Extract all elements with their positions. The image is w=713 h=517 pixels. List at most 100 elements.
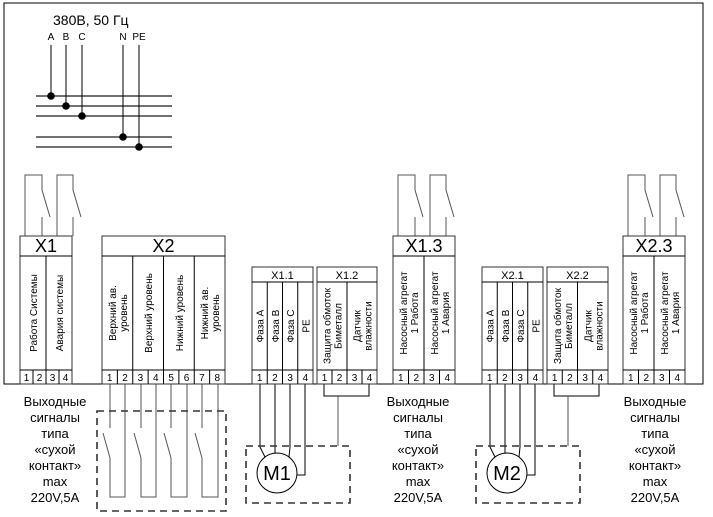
motor-phase-wire (489, 384, 496, 458)
terminal-function-label: 1 Авария (441, 292, 452, 334)
output-signal-note: Выходныесигналытипа«сухойконтакт»max220V… (24, 394, 87, 505)
pump-motor-enclosure (475, 445, 581, 504)
terminal-number: 2 (122, 373, 128, 384)
level-switch-wire (170, 384, 188, 498)
terminal-number: 3 (138, 373, 144, 384)
terminal-function-label: Фаза В (271, 309, 282, 342)
terminal-number: 1 (257, 373, 263, 384)
output-note-line: контакт» (392, 458, 444, 473)
relay-contact (56, 174, 82, 236)
terminal-function-label: РЕ (531, 319, 542, 333)
terminal-number: 2 (272, 373, 278, 384)
motor-symbol (486, 452, 528, 494)
output-note-line: max (406, 474, 431, 489)
junction-dot (119, 133, 127, 141)
relay-contact (24, 174, 51, 236)
output-note-line: сигналы (30, 410, 80, 425)
terminal-function-label: 1 Работа (639, 292, 651, 334)
terminal-block-title: X1 (35, 236, 57, 256)
terminal-block-title: X2.2 (566, 270, 589, 282)
terminal-number: 5 (168, 373, 174, 384)
output-note-line: Выходные (24, 394, 87, 409)
output-note-line: типа (41, 426, 69, 441)
terminal-function-label: влажности (594, 301, 605, 350)
terminal-number: 4 (153, 373, 159, 384)
terminal-block-title: X2.3 (635, 236, 672, 256)
terminal-number: 3 (352, 373, 358, 384)
terminal-function-label: Фаза С (286, 309, 297, 342)
output-note-line: «сухой (634, 442, 675, 457)
terminal-function-label: уровень (119, 294, 130, 332)
motor-phase-wire (518, 384, 521, 458)
terminal-function-label: Насосный агрегат (629, 271, 640, 355)
terminal-number: 2 (413, 373, 419, 384)
terminal-number: 4 (674, 373, 680, 384)
terminal-number: 6 (184, 373, 190, 384)
relay-contact (429, 174, 455, 236)
level-switch-wire (140, 384, 157, 498)
terminal-function-label: Биметалл (334, 303, 345, 349)
terminal-number: 4 (598, 373, 604, 384)
phase-label-a: A (48, 32, 55, 43)
level-switch-contact (133, 432, 142, 459)
output-note-line: 220V,5A (394, 490, 443, 505)
terminal-function-label: Нижний уровень (175, 275, 186, 351)
level-switch-contact (163, 432, 172, 459)
output-note-line: max (643, 474, 668, 489)
terminal-function-label: Нижний ав. (200, 287, 211, 340)
output-signal-note: Выходныесигналытипа«сухойконтакт»max220V… (624, 394, 687, 505)
level-switch-wire (201, 384, 219, 498)
terminal-block-title: X2 (152, 236, 174, 256)
motor-phase-wire (259, 384, 266, 458)
terminal-block-title: X1.2 (336, 270, 359, 282)
terminal-function-label: Авария системы (55, 275, 66, 351)
thermal-sensor-bracket (323, 384, 370, 397)
terminal-number: 1 (628, 373, 634, 384)
terminal-number: 1 (24, 373, 30, 384)
junction-dot (78, 112, 86, 120)
terminal-function-label: Биметалл (564, 303, 575, 349)
terminal-function-label: Защита обмоток (322, 287, 334, 364)
output-note-line: Выходные (387, 394, 450, 409)
terminal-function-label: Датчик (353, 309, 364, 341)
output-signal-note: Выходныесигналытипа«сухойконтакт»max220V… (387, 394, 450, 505)
phase-label-n: N (119, 32, 126, 43)
output-note-line: типа (404, 426, 432, 441)
output-note-line: Выходные (624, 394, 687, 409)
terminal-number: 2 (37, 373, 43, 384)
terminal-number: 2 (337, 373, 343, 384)
terminal-function-label: Фаза А (256, 309, 267, 342)
level-switch-contact (102, 432, 111, 459)
terminal-function-label: Верхний ав. (108, 285, 119, 341)
terminal-function-label: 1 Работа (409, 292, 421, 334)
phase-label-b: B (63, 32, 70, 43)
phase-label-c: C (78, 32, 85, 43)
terminal-number: 4 (533, 373, 539, 384)
terminal-function-label: влажности (364, 301, 375, 350)
motor-symbol (256, 452, 298, 494)
thermal-sensor-bracket (553, 384, 600, 397)
terminal-function-label: Фаза В (501, 309, 512, 342)
terminal-function-label: Насосный агрегат (430, 271, 441, 355)
output-note-line: контакт» (29, 458, 81, 473)
terminal-function-label: Датчик (583, 309, 594, 341)
output-note-line: 220V,5A (31, 490, 80, 505)
terminal-function-label: Насосный агрегат (660, 271, 671, 355)
level-switch-wire (109, 384, 126, 498)
terminal-number: 1 (552, 373, 558, 384)
terminal-function-label: Верхний уровень (144, 273, 155, 353)
terminal-number: 2 (567, 373, 573, 384)
terminal-number: 7 (199, 373, 205, 384)
output-note-line: «сухой (397, 442, 438, 457)
terminal-number: 3 (287, 373, 293, 384)
terminal-number: 4 (303, 373, 309, 384)
output-note-line: «сухой (34, 442, 75, 457)
